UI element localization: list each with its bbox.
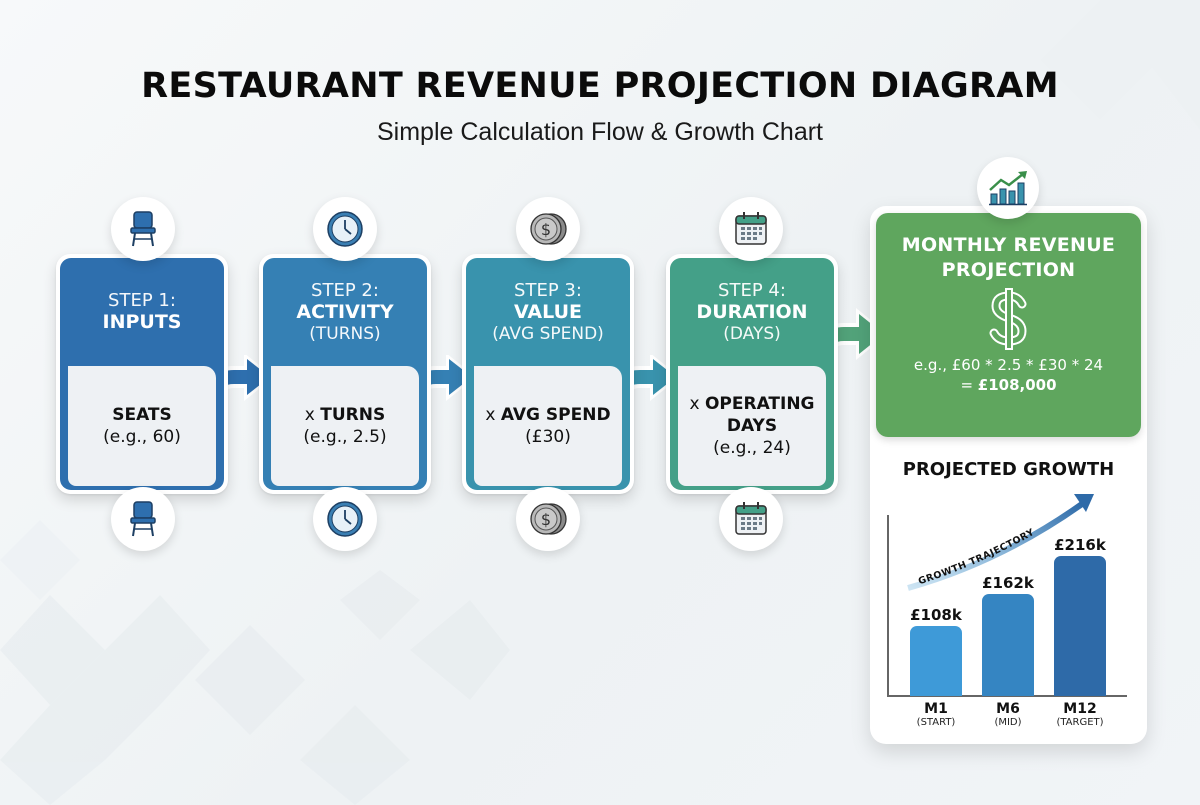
calendar-icon <box>735 212 767 245</box>
monthly-revenue-card: MONTHLY REVENUE PROJECTION e.g., £60 * 2… <box>876 213 1141 437</box>
step-1-example: (e.g., 60) <box>103 427 181 447</box>
step-2-label: STEP 2: <box>311 279 379 301</box>
step-4-name: DURATION <box>696 301 808 324</box>
step-3-card: STEP 3: VALUE (AVG SPEND) x AVG SPEND (£… <box>462 254 634 494</box>
bar-m6 <box>982 594 1034 696</box>
clock-icon <box>327 211 363 247</box>
clock-icon-bottom <box>313 487 377 551</box>
step-2-card: STEP 2: ACTIVITY (TURNS) x TURNS (e.g., … <box>259 254 431 494</box>
calendar-icon-bottom <box>719 487 783 551</box>
result-total-line: = £108,000 <box>876 376 1141 394</box>
svg-text:$: $ <box>541 220 551 239</box>
svg-text:$: $ <box>541 510 551 529</box>
chair-icon-bottom <box>111 487 175 551</box>
step-2-factor: TURNS <box>320 404 386 425</box>
result-total-value: £108,000 <box>977 376 1057 395</box>
step-4-factor: OPERATING DAYS <box>704 393 815 436</box>
growth-chart: GROWTH TRAJECTORY £108k £162k £216k M1 (… <box>870 490 1147 750</box>
step-3-name: VALUE <box>514 301 582 324</box>
growth-trajectory-arrow: GROWTH TRAJECTORY <box>907 494 1094 591</box>
step-1-name: INPUTS <box>102 311 182 334</box>
growth-chart-badge <box>977 157 1039 219</box>
coin-icon: $ <box>530 213 567 245</box>
result-title-line1: MONTHLY REVENUE <box>901 234 1116 256</box>
step-3-operator: x <box>485 404 501 425</box>
category-m1: M1 (START) <box>916 701 956 729</box>
step-1-card: STEP 1: INPUTS SEATS (e.g., 60) <box>56 254 228 494</box>
step-4-body: x OPERATING DAYS (e.g., 24) <box>678 366 826 486</box>
category-m12: M12 (TARGET) <box>1056 701 1104 729</box>
page-subtitle: Simple Calculation Flow & Growth Chart <box>377 118 823 146</box>
result-title-line2: PROJECTION <box>941 258 1076 281</box>
step-4-label: STEP 4: <box>718 279 786 301</box>
coin-icon: $ <box>530 503 567 535</box>
step-2-header: STEP 2: ACTIVITY (TURNS) <box>271 258 419 366</box>
bar-m12 <box>1054 556 1106 696</box>
clock-icon-top <box>313 197 377 261</box>
step-2-body: x TURNS (e.g., 2.5) <box>271 366 419 486</box>
calendar-icon-top <box>719 197 783 261</box>
chair-icon <box>130 211 156 247</box>
calendar-icon <box>735 502 767 535</box>
step-2-name: ACTIVITY <box>296 301 394 324</box>
step-4-card: STEP 4: DURATION (DAYS) x OPERATING DAYS… <box>666 254 838 494</box>
bar-value-m6: £162k <box>982 574 1034 592</box>
chair-icon-top <box>111 197 175 261</box>
step-2-sub: (TURNS) <box>309 324 381 344</box>
growth-title: PROJECTED GROWTH <box>902 459 1115 480</box>
bar-value-m12: £216k <box>1054 536 1106 554</box>
step-1-header: STEP 1: INPUTS <box>68 258 216 366</box>
clock-icon <box>327 501 363 537</box>
step-3-label: STEP 3: <box>514 279 582 301</box>
dollar-icon <box>876 286 1141 352</box>
step-1-factor: SEATS <box>112 404 172 425</box>
growth-chart-icon <box>989 171 1027 206</box>
result-formula: e.g., £60 * 2.5 * £30 * 24 <box>913 356 1104 375</box>
step-3-example: (£30) <box>525 427 571 447</box>
bar-m1 <box>910 626 962 696</box>
step-4-example: (e.g., 24) <box>713 438 791 459</box>
step-3-body: x AVG SPEND (£30) <box>474 366 622 486</box>
step-2-example: (e.g., 2.5) <box>303 427 387 447</box>
step-4-header: STEP 4: DURATION (DAYS) <box>678 258 826 366</box>
category-m6: M6 (MID) <box>994 701 1022 729</box>
step-3-factor: AVG SPEND <box>500 404 611 425</box>
step-1-body: SEATS (e.g., 60) <box>68 366 216 486</box>
chair-icon <box>130 501 156 537</box>
equals-sign: = <box>960 376 978 395</box>
step-1-label: STEP 1: <box>108 289 176 311</box>
bar-value-m1: £108k <box>910 606 962 624</box>
coin-icon-top: $ <box>516 197 580 261</box>
step-3-header: STEP 3: VALUE (AVG SPEND) <box>474 258 622 366</box>
step-2-operator: x <box>304 404 321 425</box>
step-3-sub: (AVG SPEND) <box>492 324 604 344</box>
coin-icon-bottom: $ <box>516 487 580 551</box>
step-4-operator: x <box>689 393 705 414</box>
x-axis <box>887 695 1127 697</box>
y-axis <box>887 515 889 697</box>
step-4-sub: (DAYS) <box>723 324 781 344</box>
page-title: RESTAURANT REVENUE PROJECTION DIAGRAM <box>141 66 1059 106</box>
result-title: MONTHLY REVENUE PROJECTION <box>876 233 1141 282</box>
